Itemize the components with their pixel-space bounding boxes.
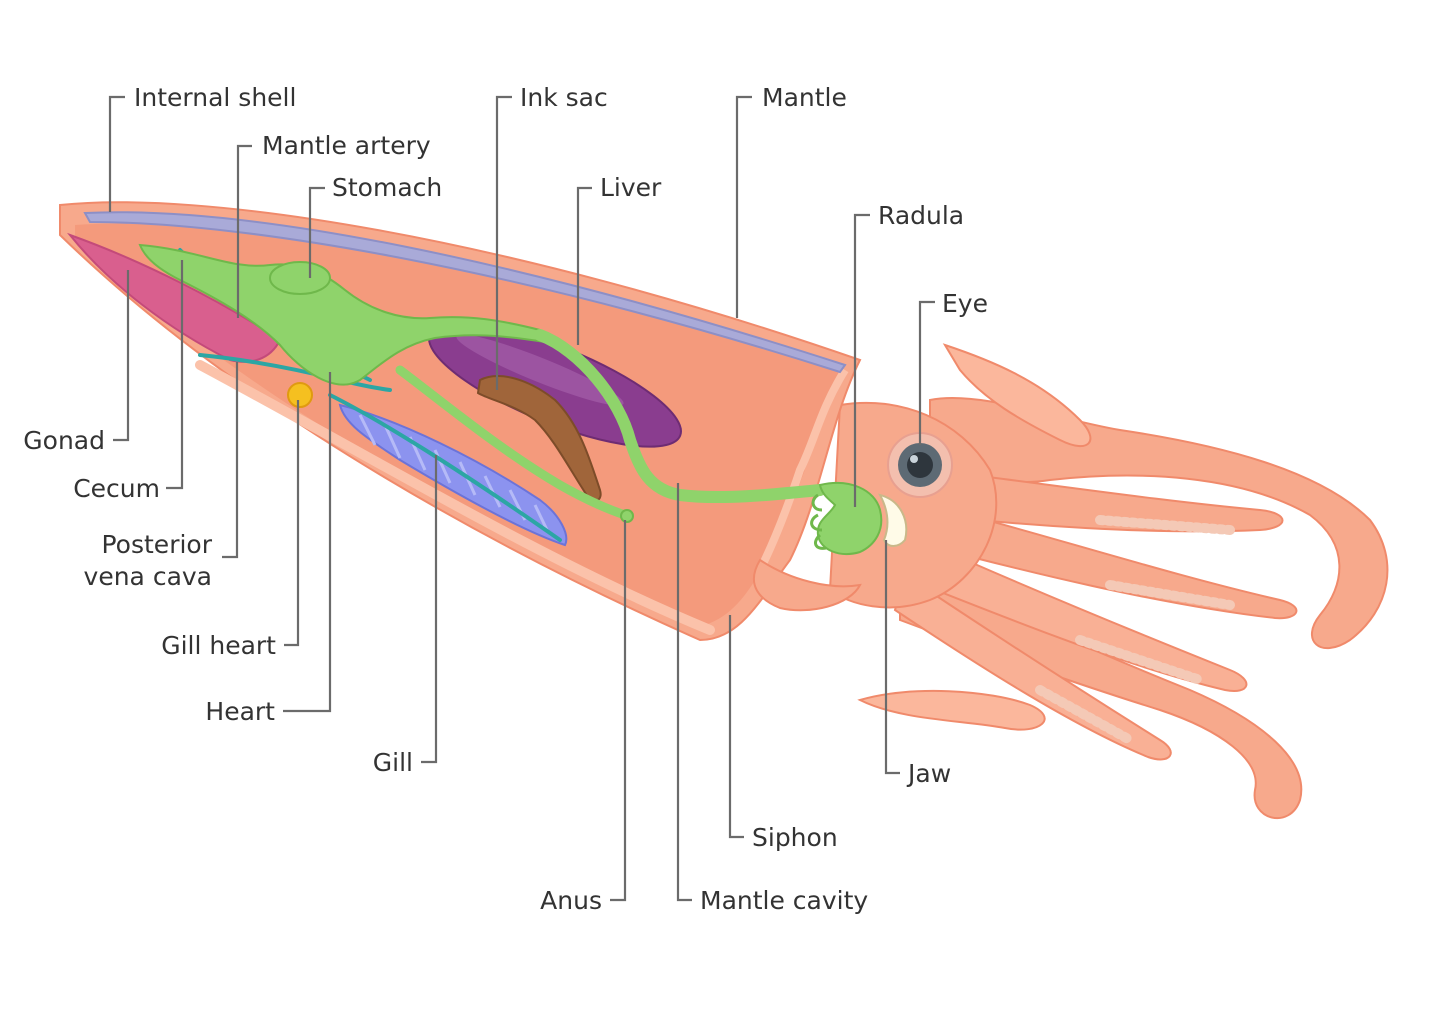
intestine xyxy=(534,329,826,504)
upper-tentacle xyxy=(929,396,1389,650)
leader-cecum xyxy=(166,260,184,490)
leader-stomach xyxy=(308,186,325,278)
label-cecum: Cecum xyxy=(73,474,160,503)
leader-radula xyxy=(853,213,870,507)
arm-1 xyxy=(929,468,1284,533)
leader-gonad xyxy=(113,270,130,442)
leader-mantle-cavity xyxy=(676,483,692,902)
leader-siphon xyxy=(728,615,744,839)
leader-gill xyxy=(421,455,438,764)
leader-ink-sac xyxy=(495,95,512,390)
leader-mantle xyxy=(735,95,752,318)
leader-posterior-vena-cava xyxy=(222,362,239,559)
arm-4 xyxy=(893,573,1172,761)
label-gonad: Gonad xyxy=(23,426,105,455)
leader-gill-heart xyxy=(284,400,300,647)
leader-internal-shell xyxy=(108,95,125,212)
digestive-tract xyxy=(138,243,883,555)
jaw xyxy=(878,493,908,547)
siphon-shape xyxy=(753,558,862,612)
label-ink-sac: Ink sac xyxy=(520,83,608,112)
leader-jaw xyxy=(884,540,900,775)
leader-anus xyxy=(610,520,627,902)
leader-liver xyxy=(576,186,592,345)
arms xyxy=(857,343,1389,819)
label-liver: Liver xyxy=(600,173,662,202)
labels: Internal shell Mantle artery Stomach Ink… xyxy=(23,83,988,915)
gill-heart xyxy=(287,382,313,408)
leader-mantle-artery xyxy=(236,144,252,318)
label-mantle-artery: Mantle artery xyxy=(262,131,431,160)
upper-fin-arm xyxy=(942,343,1092,447)
label-gill-heart: Gill heart xyxy=(161,631,276,660)
label-posterior-vena-cava-1: Posterior xyxy=(102,530,213,559)
liver-highlight xyxy=(456,334,624,406)
ink-sac xyxy=(476,375,602,502)
internal-shell xyxy=(83,211,847,374)
arm-2 xyxy=(923,503,1298,620)
gonad xyxy=(67,232,282,363)
label-eye: Eye xyxy=(942,289,988,318)
anus-end xyxy=(620,509,634,523)
arm-3 xyxy=(908,538,1248,692)
label-posterior-vena-cava-2: vena cava xyxy=(84,562,212,591)
arm-sucker-texture xyxy=(1035,515,1235,745)
gill xyxy=(338,403,568,547)
label-jaw: Jaw xyxy=(906,759,951,788)
mantle-collar xyxy=(756,367,849,572)
label-anus: Anus xyxy=(540,886,602,915)
eye-pupil xyxy=(907,452,933,478)
stomach xyxy=(269,261,331,295)
head xyxy=(828,401,998,609)
label-mantle: Mantle xyxy=(762,83,847,112)
eye-highlight xyxy=(910,455,918,463)
label-gill: Gill xyxy=(373,748,413,777)
leader-eye xyxy=(918,300,935,445)
label-radula: Radula xyxy=(878,201,964,230)
label-internal-shell: Internal shell xyxy=(134,83,296,112)
label-stomach: Stomach xyxy=(332,173,442,202)
leader-heart xyxy=(283,372,332,713)
label-siphon: Siphon xyxy=(752,823,838,852)
head-body xyxy=(828,401,998,609)
intestine-to-anus xyxy=(395,365,630,520)
label-mantle-cavity: Mantle cavity xyxy=(700,886,868,915)
mantle-lower-lip xyxy=(195,360,715,635)
leader-lines xyxy=(108,95,935,902)
lower-club xyxy=(857,689,1046,731)
label-heart: Heart xyxy=(205,697,275,726)
buccal-mass xyxy=(816,482,883,555)
radula-lobes xyxy=(810,493,827,550)
